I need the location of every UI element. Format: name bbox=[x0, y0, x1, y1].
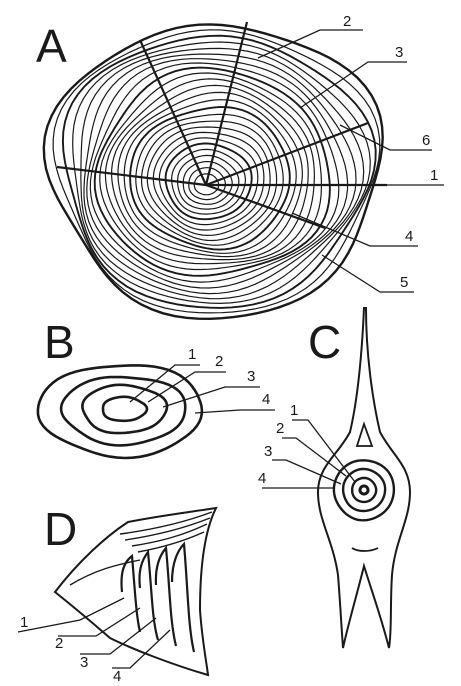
panel-d-letter: D bbox=[44, 503, 77, 555]
panel-b-ring bbox=[82, 385, 167, 433]
panel-a-ring bbox=[142, 121, 277, 240]
panel-c-canal bbox=[357, 424, 372, 446]
panel-d-leader-lines bbox=[18, 598, 170, 668]
panel-c-letter: C bbox=[308, 316, 341, 368]
panel-b-letter: B bbox=[44, 316, 75, 368]
panel-c-ring bbox=[352, 478, 376, 502]
panel-d-label-2: 2 bbox=[55, 635, 63, 652]
panel-b-label-1: 1 bbox=[188, 346, 196, 363]
panel-b-label-2: 2 bbox=[215, 353, 223, 370]
panel-a-letter: A bbox=[36, 20, 67, 72]
panel-d-label-1: 1 bbox=[20, 614, 28, 631]
panel-b: B 1 2 3 4 bbox=[38, 316, 275, 458]
panel-a-medullary-rays bbox=[57, 22, 387, 228]
panel-b-label-3: 3 bbox=[247, 368, 255, 385]
panel-a-label-6: 6 bbox=[422, 132, 430, 149]
panel-c-ring bbox=[360, 486, 368, 494]
panel-a-label-3: 3 bbox=[395, 44, 403, 61]
panel-d-label-4: 4 bbox=[113, 668, 121, 685]
panel-a-label-4: 4 bbox=[405, 228, 413, 245]
panel-d: D 1 2 3 4 bbox=[18, 503, 216, 685]
panel-c-label-2: 2 bbox=[276, 420, 284, 437]
panel-c-label-4: 4 bbox=[258, 470, 266, 487]
panel-d-label-3: 3 bbox=[80, 654, 88, 671]
panel-a: A 2 3 6 1 4 5 bbox=[36, 13, 444, 319]
panel-c: C 1 2 3 4 bbox=[258, 308, 410, 648]
panel-a-label-5: 5 bbox=[400, 274, 408, 291]
panel-d-surface-striations bbox=[70, 512, 212, 585]
panel-c-growth-rings bbox=[334, 460, 394, 520]
panel-c-label-1: 1 bbox=[290, 402, 298, 419]
panel-a-label-2: 2 bbox=[343, 13, 351, 30]
panel-a-leader-lines bbox=[258, 30, 444, 292]
panel-b-ring bbox=[103, 397, 147, 421]
panel-c-notch bbox=[352, 548, 378, 551]
panel-c-label-3: 3 bbox=[264, 443, 272, 460]
panel-a-label-1: 1 bbox=[430, 167, 438, 184]
panel-b-growth-rings bbox=[38, 365, 202, 458]
panel-b-label-4: 4 bbox=[262, 391, 270, 408]
